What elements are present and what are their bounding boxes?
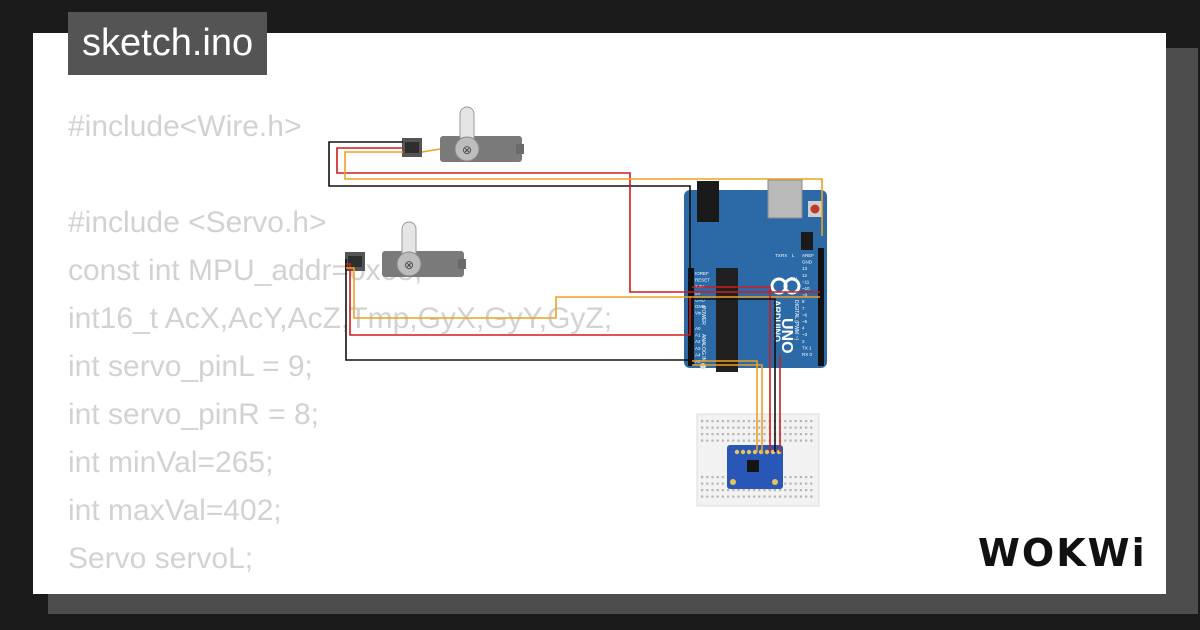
wire-servo2-signal: [346, 267, 820, 319]
pin-label: ~10: [802, 286, 810, 291]
pin-label: 5V: [695, 291, 701, 296]
pin-label: A1: [695, 333, 701, 338]
pin-label: RX 0: [802, 352, 813, 357]
pin-label: ~6: [802, 312, 808, 317]
wire-servo2-gnd: [345, 259, 691, 361]
preview-card: #include<Wire.h>#include <Servo.h>const …: [33, 33, 1166, 594]
power-header[interactable]: [688, 268, 694, 366]
wires: [328, 141, 823, 452]
servo-screw-icon: ⊗: [462, 143, 472, 157]
wire-servo2-vcc: [346, 263, 691, 336]
pin-label: 12: [802, 273, 808, 278]
led-label: ON: [790, 276, 797, 281]
pin-label: ~11: [802, 279, 810, 284]
code-line: Servo servoL;: [68, 542, 254, 575]
pin-label: GND: [695, 304, 706, 309]
power-jack: [697, 181, 719, 222]
pin-label: ~5: [802, 319, 808, 324]
wire-sensor-sda: [692, 364, 763, 452]
board-model: UNO: [778, 318, 795, 354]
servo-connector-pins: [348, 256, 362, 267]
pin-label: IOREF: [695, 271, 709, 276]
wire-servo1-signal: [344, 151, 823, 236]
led-label: TX: [775, 253, 781, 258]
sensor-mount-hole-left: [730, 479, 736, 485]
code-line: int maxVal=402;: [68, 494, 282, 527]
pin-label: GND: [695, 297, 706, 302]
wire-servo1-gnd: [328, 141, 691, 303]
sensor-pin[interactable]: [770, 449, 776, 455]
sensor-pin[interactable]: [746, 449, 752, 455]
pin-label: A3: [695, 346, 701, 351]
pin-label: 4: [802, 326, 805, 331]
pin-label: Vin: [695, 311, 702, 316]
digital-label: DIGITAL (PWM ~): [793, 300, 799, 340]
code-line: #include <Servo.h>: [68, 206, 327, 239]
reset-button[interactable]: [810, 204, 820, 214]
wire-servo1-vcc: [336, 147, 820, 293]
wire-sensor-scl: [692, 360, 758, 452]
wire-sensor-gnd: [692, 298, 776, 452]
sensor-pin[interactable]: [740, 449, 746, 455]
pin-label: TX 1: [802, 345, 812, 350]
sensor-pin[interactable]: [734, 449, 740, 455]
arduino-logo-icon: [770, 277, 801, 295]
mounting-hole: [700, 363, 706, 369]
pin-label: ~3: [802, 332, 808, 337]
servo-screw-icon: ⊗: [404, 258, 414, 272]
code-line: Servo servoR;: [68, 583, 612, 594]
wokwi-logo: WOKWi: [978, 531, 1147, 575]
sensor-pin[interactable]: [752, 449, 758, 455]
power-label: POWER: [700, 306, 706, 325]
pin-label: AREF: [802, 253, 814, 258]
code-preview: #include<Wire.h>#include <Servo.h>const …: [68, 103, 612, 594]
pin-label: 8: [802, 299, 805, 304]
pin-label: A4: [695, 352, 701, 357]
code-line: int minVal=265;: [68, 446, 274, 479]
sketch-file-title: sketch.ino: [68, 12, 268, 75]
code-line: int servo_pinR = 8;: [68, 398, 319, 431]
sensor-pin[interactable]: [764, 449, 770, 455]
code-line: int servo_pinL = 9;: [68, 350, 313, 383]
pin-label: 2: [802, 339, 805, 344]
pin-label: GND: [802, 260, 813, 265]
code-line: #include<Wire.h>: [68, 110, 302, 143]
sensor-mount-hole-right: [772, 479, 778, 485]
icsp-header: [801, 232, 813, 250]
servo-motor-left[interactable]: ⊗: [402, 106, 524, 162]
pin-label: A0: [695, 326, 701, 331]
board-brand: ARDUINO: [772, 300, 782, 342]
wire-servo-signal-link: [421, 148, 441, 153]
analog-label: ANALOG IN: [700, 334, 706, 362]
pin-label: ~9: [802, 293, 808, 298]
arduino-uno-board[interactable]: ARDUINO UNO POWER ANALOG IN DIGITAL (PWM…: [684, 179, 827, 372]
led-label: RX: [781, 253, 787, 258]
pin-label: 13: [802, 266, 808, 271]
digital-header[interactable]: [818, 248, 824, 366]
atmega-chip: [716, 268, 738, 372]
sensor-chip: [747, 460, 759, 472]
pin-label: RESET: [695, 278, 710, 283]
wire-sensor-vcc: [692, 286, 771, 452]
led-label: L: [792, 253, 795, 258]
servo-motor-right[interactable]: ⊗: [345, 221, 466, 277]
usb-port: [767, 179, 803, 219]
pin-label: A2: [695, 339, 701, 344]
pin-label: 7: [802, 306, 805, 311]
servo-connector-pins: [405, 142, 419, 153]
